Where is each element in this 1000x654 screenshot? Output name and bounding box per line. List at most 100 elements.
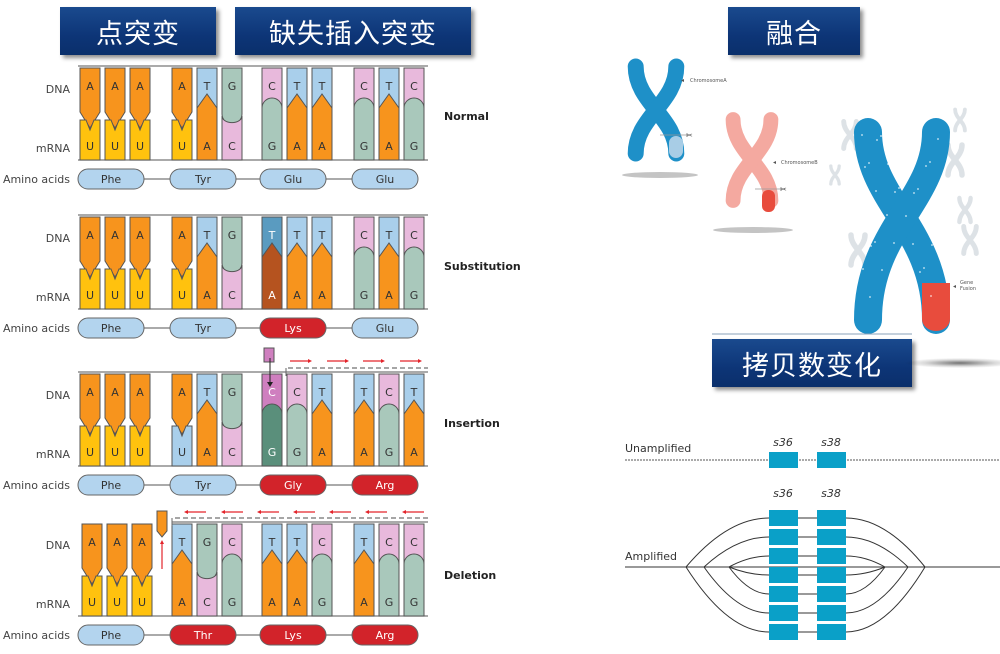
mutation-type-label: Substitution — [444, 260, 521, 273]
speckle — [929, 161, 931, 163]
dna-base-letter: A — [111, 229, 119, 242]
segment-s38 — [817, 452, 846, 468]
amplicon-arc — [845, 566, 886, 576]
speckle — [913, 192, 915, 194]
segment-label-s38: s38 — [821, 487, 841, 500]
dna-base-letter: T — [293, 229, 301, 242]
dna-base-G — [221, 373, 243, 431]
segment-s38-copy — [817, 567, 846, 583]
dna-base-letter: T — [293, 536, 301, 549]
mrna-base-G — [261, 97, 283, 161]
dna-base-letter: G — [228, 229, 237, 242]
mrna-base-U — [129, 119, 151, 161]
amplicon-arc — [728, 555, 770, 568]
mrna-base-U — [171, 119, 193, 161]
mrna-base-letter: G — [293, 446, 302, 459]
arrow-head — [345, 359, 349, 363]
mrna-base-letter: C — [228, 289, 236, 302]
amino-acid-pill — [351, 474, 419, 496]
mrna-base-G — [353, 246, 375, 310]
mrna-base-A — [311, 242, 333, 310]
arrow-head — [418, 359, 422, 363]
arrow-head — [184, 510, 188, 514]
dna-base-letter: A — [178, 80, 186, 93]
label-amino-acids: Amino acids — [3, 629, 70, 642]
mrna-base-A — [353, 399, 375, 467]
label-mrna: mRNA — [36, 448, 71, 461]
dna-base-A — [81, 523, 103, 585]
segment-s38-copy — [817, 586, 846, 602]
mrna-base-U — [171, 268, 193, 310]
speckle — [906, 164, 908, 166]
mrna-base-letter: U — [178, 289, 186, 302]
dna-base-letter: T — [268, 536, 276, 549]
dna-base-letter: C — [410, 80, 418, 93]
mrna-base-letter: G — [268, 140, 277, 153]
speckle — [870, 245, 872, 247]
dna-base-A — [104, 216, 126, 278]
amino-acid-pill — [351, 624, 419, 646]
mutation-type-label: Deletion — [444, 569, 496, 582]
mrna-base-letter: A — [293, 289, 301, 302]
dna-base-letter: A — [136, 80, 144, 93]
mrna-base-A — [378, 93, 400, 161]
speckle — [911, 294, 913, 296]
chromosome-a-label: ChromosomeA — [690, 78, 727, 84]
dna-base-A — [129, 373, 151, 435]
chromosome-arm — [848, 232, 868, 268]
amino-acid-pill — [169, 317, 237, 339]
mrna-base-letter: G — [385, 446, 394, 459]
amino-acid-pill — [259, 474, 327, 496]
dna-base-A — [79, 373, 101, 435]
inserted-base — [263, 347, 275, 363]
scissors-icon: ✂ — [780, 185, 787, 194]
amino-acid-pill — [259, 168, 327, 190]
amino-acid-label: Phe — [101, 629, 122, 642]
amplified-label: Amplified — [625, 550, 677, 563]
dna-base-G — [221, 67, 243, 125]
mrna-base-A — [311, 399, 333, 467]
mrna-base-letter: A — [360, 596, 368, 609]
chromosome-arm — [854, 118, 950, 334]
mrna-base-letter: G — [360, 140, 369, 153]
dna-base-letter: C — [293, 386, 301, 399]
mrna-base-letter: A — [385, 140, 393, 153]
amino-acid-label: Tyr — [194, 479, 212, 492]
dna-base-letter: T — [318, 229, 326, 242]
amino-acid-pill — [169, 624, 237, 646]
mrna-base-A — [286, 93, 308, 161]
speckle — [937, 138, 939, 140]
chromosome-arm — [725, 112, 779, 208]
speckle — [864, 166, 866, 168]
dna-base-letter: C — [268, 80, 276, 93]
title-copy-number: 拷贝数变化 — [712, 339, 912, 387]
dna-base-letter: T — [203, 229, 211, 242]
mrna-base-letter: A — [360, 446, 368, 459]
mrna-base-letter: U — [136, 446, 144, 459]
background-chromosome — [848, 232, 868, 268]
dna-base-letter: C — [228, 536, 236, 549]
mrna-base-letter: G — [360, 289, 369, 302]
label-mrna: mRNA — [36, 291, 71, 304]
mrna-base-letter: A — [410, 446, 418, 459]
chromosome-arm — [829, 164, 841, 186]
mrna-base-G — [221, 553, 243, 617]
amplicon-arc — [845, 566, 886, 595]
amino-acid-label: Tyr — [194, 173, 212, 186]
amino-acid-pill — [77, 168, 145, 190]
mrna-base-G — [378, 403, 400, 467]
dna-base-A — [171, 373, 193, 435]
mrna-base-letter: U — [111, 140, 119, 153]
dna-base-letter: C — [360, 80, 368, 93]
mrna-base-letter: U — [86, 140, 94, 153]
mrna-base-letter: U — [136, 289, 144, 302]
title-point-mutation: 点突变 — [60, 7, 216, 55]
mrna-base-G — [261, 403, 283, 467]
speckle — [919, 271, 921, 273]
amino-acid-label: Glu — [376, 173, 395, 186]
chromosome-arm — [945, 142, 965, 178]
segment-s36-copy — [769, 567, 798, 583]
